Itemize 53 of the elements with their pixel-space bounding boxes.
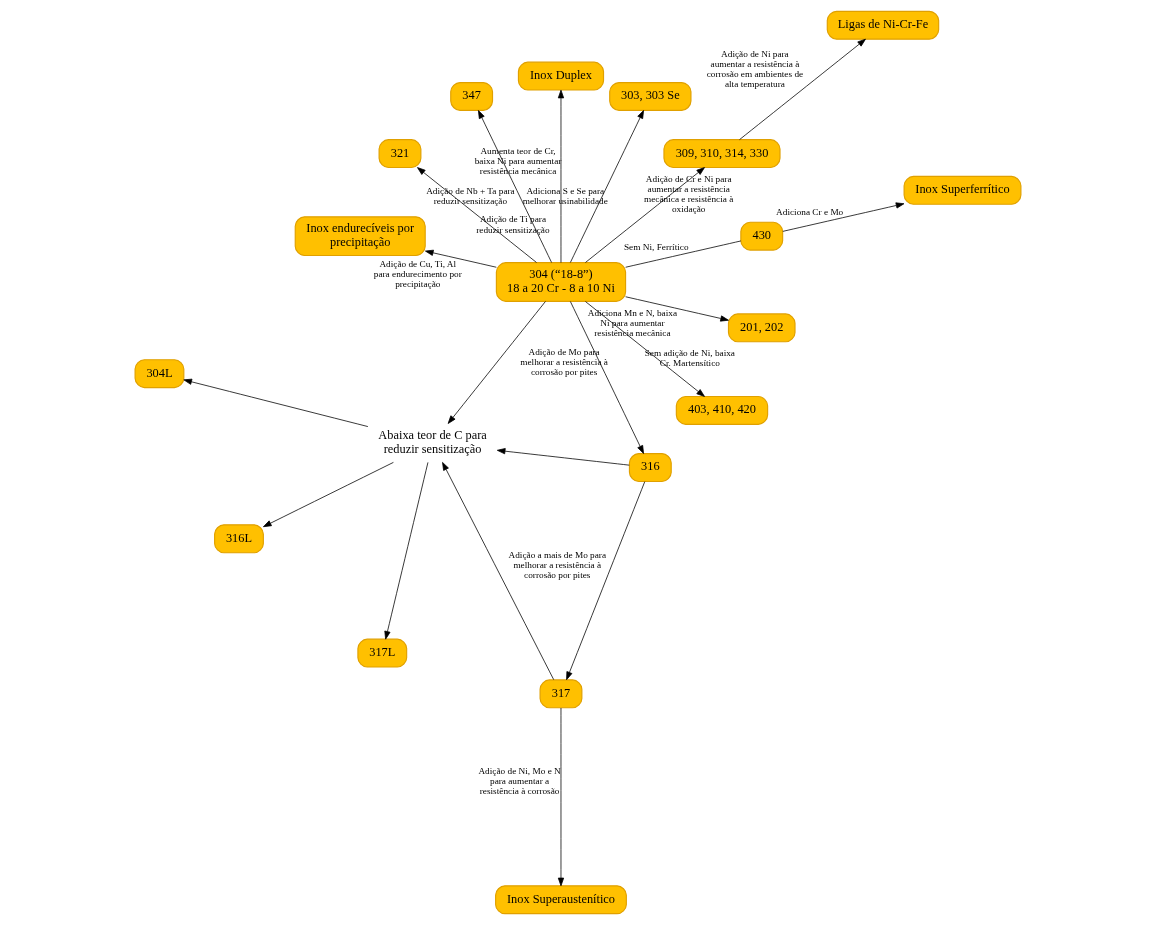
node-box: 309, 310, 314, 330 — [663, 139, 781, 169]
edge-label: Adiciona Mn e N, baixa Ni para aumentar resistência mecânica — [587, 307, 678, 338]
edge-label: Adição de Ni, Mo e N para aumentar a resistência à corrosão — [478, 766, 561, 797]
node-box: Inox Superferrítico — [903, 175, 1022, 205]
node-box: 316 — [628, 453, 672, 483]
node-box: 304 (“18-8”) 18 a 20 Cr - 8 a 10 Ni — [495, 262, 627, 302]
node-box: Inox endurecíveis por precipitação — [294, 216, 426, 257]
edge-label: Adiciona S e Se para melhorar usinabilidade — [522, 185, 608, 206]
edge-label: Sem Ni, Ferrítico — [623, 242, 689, 253]
arrow — [566, 481, 646, 681]
node-box: 403, 410, 420 — [675, 395, 769, 425]
node-box: Inox Duplex — [517, 61, 605, 91]
edge-label: Adiciona Cr e Mo — [776, 206, 844, 217]
node-box: 317L — [357, 638, 408, 668]
edge-label: Sem adição de Ni, baixa Cr. Martensítico — [644, 348, 735, 369]
node-box: 430 — [740, 221, 784, 251]
node-box: 316L — [214, 524, 264, 554]
arrow — [496, 448, 630, 466]
arrow — [585, 167, 705, 263]
node-box: Ligas de Ni-Cr-Fe — [826, 10, 940, 40]
arrow — [585, 301, 705, 397]
arrow — [625, 296, 729, 322]
arrow — [739, 38, 866, 140]
arrow — [478, 110, 552, 263]
connector — [625, 240, 742, 268]
node-box: 317 — [539, 679, 583, 709]
arrow — [570, 110, 644, 263]
arrow — [263, 462, 394, 528]
arrow — [557, 707, 565, 887]
node-box: Inox Superaustenítico — [495, 885, 627, 915]
arrow — [442, 462, 555, 681]
edge-label: Aumenta teor de Cr, baixa Ni para aumentar resistência mecânica — [474, 145, 562, 176]
arrow — [447, 301, 546, 424]
node-box: 321 — [378, 139, 422, 169]
arrow — [557, 89, 565, 263]
node-box: 304L — [134, 359, 185, 389]
arrow — [782, 202, 905, 232]
arrow — [425, 249, 497, 268]
edge-label: Adição de Ni para aumentar a resistência à corrosão em ambientes de alta temperatura — [706, 48, 804, 89]
arrow — [417, 167, 537, 263]
edge-label: Adição de Cu, Ti, Al para endurecimento por precipitação — [373, 258, 462, 289]
arrow — [183, 378, 369, 427]
node-text: Abaixa teor de C para reduzir sensitização — [378, 427, 487, 456]
node-box: 347 — [450, 81, 494, 111]
node-box: 201, 202 — [727, 313, 796, 343]
edge-label: Adição a mais de Mo para melhorar a resistência à corrosão por pites — [508, 550, 607, 581]
edge-label: Adição de Mo para melhorar a resistência à corrosão por pites — [520, 346, 608, 378]
edge-label: Adição de Ti para reduzir sensitização — [476, 214, 550, 235]
edge-label: Adição de Nb + Ta para reduzir sensitização — [426, 185, 515, 206]
edge-label: Adição de Cr e Ni para aumentar a resistência mecânica e resistência à oxidação — [644, 174, 734, 215]
arrow — [384, 462, 429, 640]
node-box: 303, 303 Se — [609, 81, 692, 111]
arrow — [570, 301, 644, 454]
